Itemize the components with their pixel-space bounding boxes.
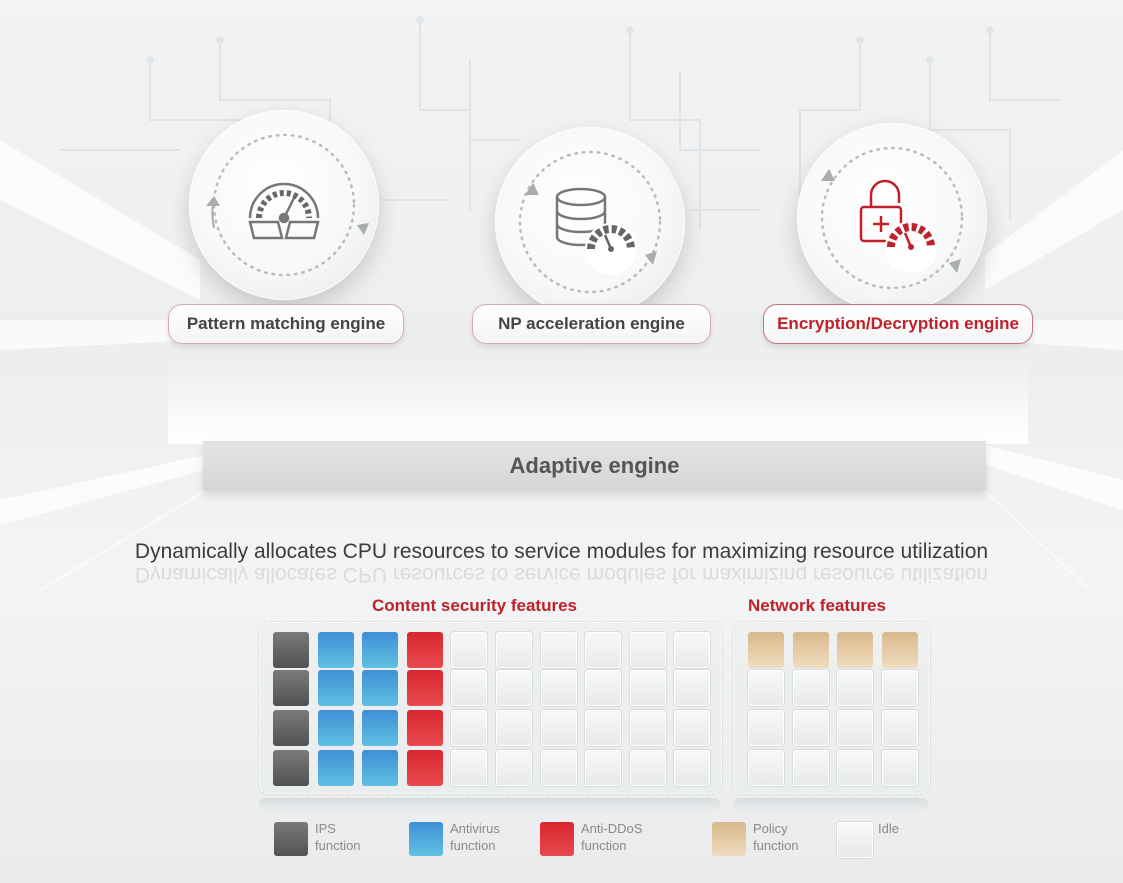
cell-idle — [541, 710, 577, 746]
cell-antivirus — [318, 670, 354, 706]
cell-idle — [630, 750, 666, 786]
cell-idle — [837, 710, 873, 746]
legend-label-policy: Policy function — [753, 821, 799, 853]
cell-idle — [451, 750, 487, 786]
cell-antivirus — [318, 710, 354, 746]
cell-idle — [793, 710, 829, 746]
encryption-decryption-engine-label: Encryption/Decryption engine — [763, 304, 1033, 344]
cell-idle — [585, 750, 621, 786]
speedometer-icon — [206, 133, 369, 277]
cell-idle — [674, 710, 710, 746]
cell-idle — [451, 632, 487, 668]
cell-ips — [273, 750, 309, 786]
database-gauge-icon — [518, 150, 662, 294]
panel-shadow-left — [259, 798, 720, 812]
cell-idle — [585, 710, 621, 746]
cell-idle — [541, 632, 577, 668]
cell-policy — [793, 632, 829, 668]
pattern-matching-engine-circle — [189, 110, 379, 300]
cell-policy — [837, 632, 873, 668]
cell-antivirus — [318, 750, 354, 786]
cell-idle — [882, 710, 918, 746]
cell-idle — [585, 632, 621, 668]
cell-antivirus — [362, 670, 398, 706]
cell-idle — [451, 710, 487, 746]
network-features-title: Network features — [748, 596, 886, 615]
cell-idle — [882, 750, 918, 786]
cell-antiddos — [407, 710, 443, 746]
legend-swatch-idle — [837, 822, 873, 858]
cell-idle — [541, 670, 577, 706]
cell-idle — [793, 750, 829, 786]
light-platform — [168, 360, 1028, 444]
cell-antiddos — [407, 750, 443, 786]
cell-antivirus — [362, 710, 398, 746]
legend-swatch-policy — [712, 822, 746, 856]
cell-policy — [748, 632, 784, 668]
cell-antiddos — [407, 670, 443, 706]
cell-idle — [748, 710, 784, 746]
cell-antivirus — [318, 632, 354, 668]
content-security-title: Content security features — [372, 596, 577, 615]
cell-idle — [630, 632, 666, 668]
cell-idle — [496, 710, 532, 746]
legend-label-antivirus: Antivirus function — [450, 821, 500, 853]
adaptive-engine-bar: Adaptive engine — [203, 441, 986, 491]
cell-idle — [674, 632, 710, 668]
cell-idle — [837, 750, 873, 786]
cell-idle — [674, 670, 710, 706]
cell-idle — [793, 670, 829, 706]
cell-idle — [496, 750, 532, 786]
pattern-matching-engine-label: Pattern matching engine — [168, 304, 404, 344]
legend-swatch-antiddos — [540, 822, 574, 856]
cell-antivirus — [362, 632, 398, 668]
legend-swatch-antivirus — [409, 822, 443, 856]
cell-idle — [748, 750, 784, 786]
panel-shadow-right — [733, 798, 928, 812]
encryption-decryption-engine-circle — [797, 123, 987, 313]
cell-idle — [674, 750, 710, 786]
cell-idle — [748, 670, 784, 706]
cell-ips — [273, 632, 309, 668]
description-text: Dynamically allocates CPU resources to s… — [134, 540, 989, 563]
cell-idle — [882, 670, 918, 706]
legend-label-idle: Idle — [878, 821, 899, 836]
cell-idle — [585, 670, 621, 706]
cell-idle — [496, 632, 532, 668]
np-acceleration-engine-label: NP acceleration engine — [472, 304, 711, 344]
lock-gauge-icon — [820, 146, 964, 290]
cell-idle — [630, 670, 666, 706]
legend-label-antiddos: Anti-DDoS function — [581, 821, 643, 853]
legend-label-ips: IPS function — [315, 821, 361, 853]
cell-antivirus — [362, 750, 398, 786]
cell-idle — [451, 670, 487, 706]
cell-ips — [273, 710, 309, 746]
cell-idle — [541, 750, 577, 786]
cell-ips — [273, 670, 309, 706]
cell-idle — [630, 710, 666, 746]
description-reflection: Dynamically allocates CPU resources to s… — [134, 566, 989, 586]
cell-policy — [882, 632, 918, 668]
cell-idle — [837, 670, 873, 706]
cell-idle — [496, 670, 532, 706]
cell-antiddos — [407, 632, 443, 668]
legend-swatch-ips — [274, 822, 308, 856]
np-acceleration-engine-circle — [495, 127, 685, 317]
